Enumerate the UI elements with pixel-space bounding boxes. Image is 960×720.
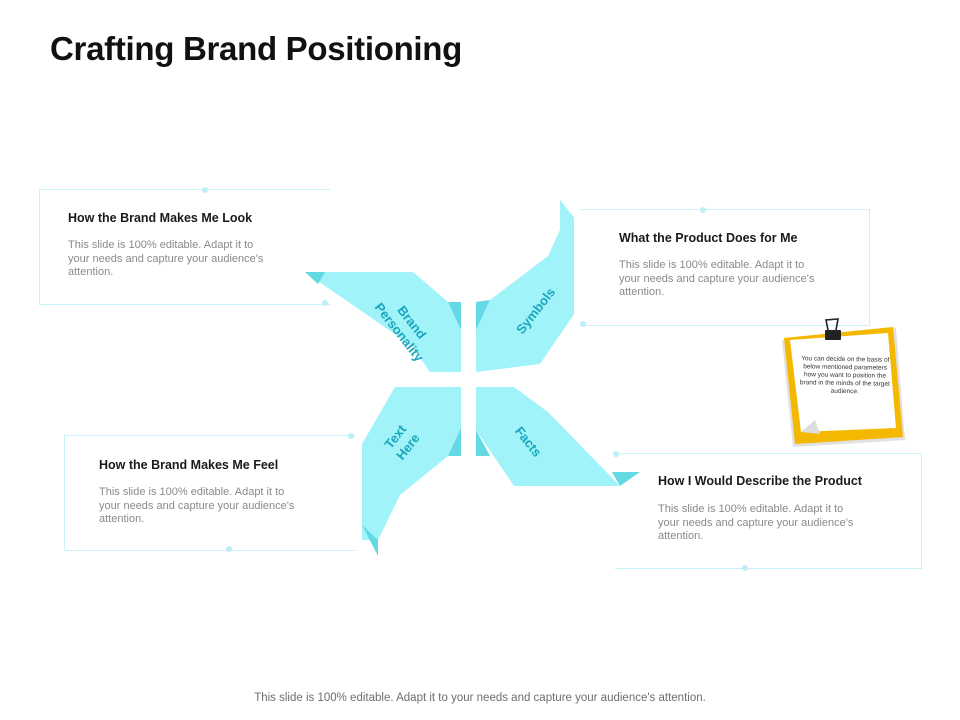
sticky-note-text: You can decide on the basis of below men… [799, 355, 890, 396]
sticky-note-paper [790, 333, 896, 432]
connector-dot [613, 451, 619, 457]
panel-describe-product-body: This slide is 100% editable. Adapt it to… [658, 503, 854, 542]
panel-brand-look [39, 189, 330, 305]
connector-dot [322, 300, 328, 306]
panel-brand-look-heading: How the Brand Makes Me Look [68, 211, 253, 225]
arrow-facts [476, 387, 640, 486]
connector-dot [226, 546, 232, 552]
arrow-text-here [362, 387, 461, 556]
arrow-symbols [476, 200, 574, 372]
sticky-note [782, 318, 905, 447]
binder-clip-icon [825, 318, 841, 340]
connector-dot [202, 187, 208, 193]
panel-product-does-body: This slide is 100% editable. Adapt it to… [619, 259, 815, 298]
panel-describe-product-heading: How I Would Describe the Product [658, 474, 862, 488]
panel-product-does [580, 209, 870, 326]
panel-brand-feel-body: This slide is 100% editable. Adapt it to… [99, 486, 295, 525]
connector-dot [348, 433, 354, 439]
connector-dot [700, 207, 706, 213]
slide-footer: This slide is 100% editable. Adapt it to… [254, 692, 706, 704]
arrow-brand-personality [305, 272, 461, 372]
panel-brand-feel-heading: How the Brand Makes Me Feel [99, 458, 279, 472]
panel-describe-product [615, 453, 922, 569]
connector-dot [742, 565, 748, 571]
slide-title: Crafting Brand Positioning [50, 30, 463, 67]
panel-brand-look-body: This slide is 100% editable. Adapt it to… [68, 239, 264, 278]
sticky-note-curl [801, 420, 820, 434]
panel-brand-feel [64, 435, 355, 551]
panel-product-does-heading: What the Product Does for Me [619, 231, 798, 245]
connector-dot [580, 321, 586, 327]
